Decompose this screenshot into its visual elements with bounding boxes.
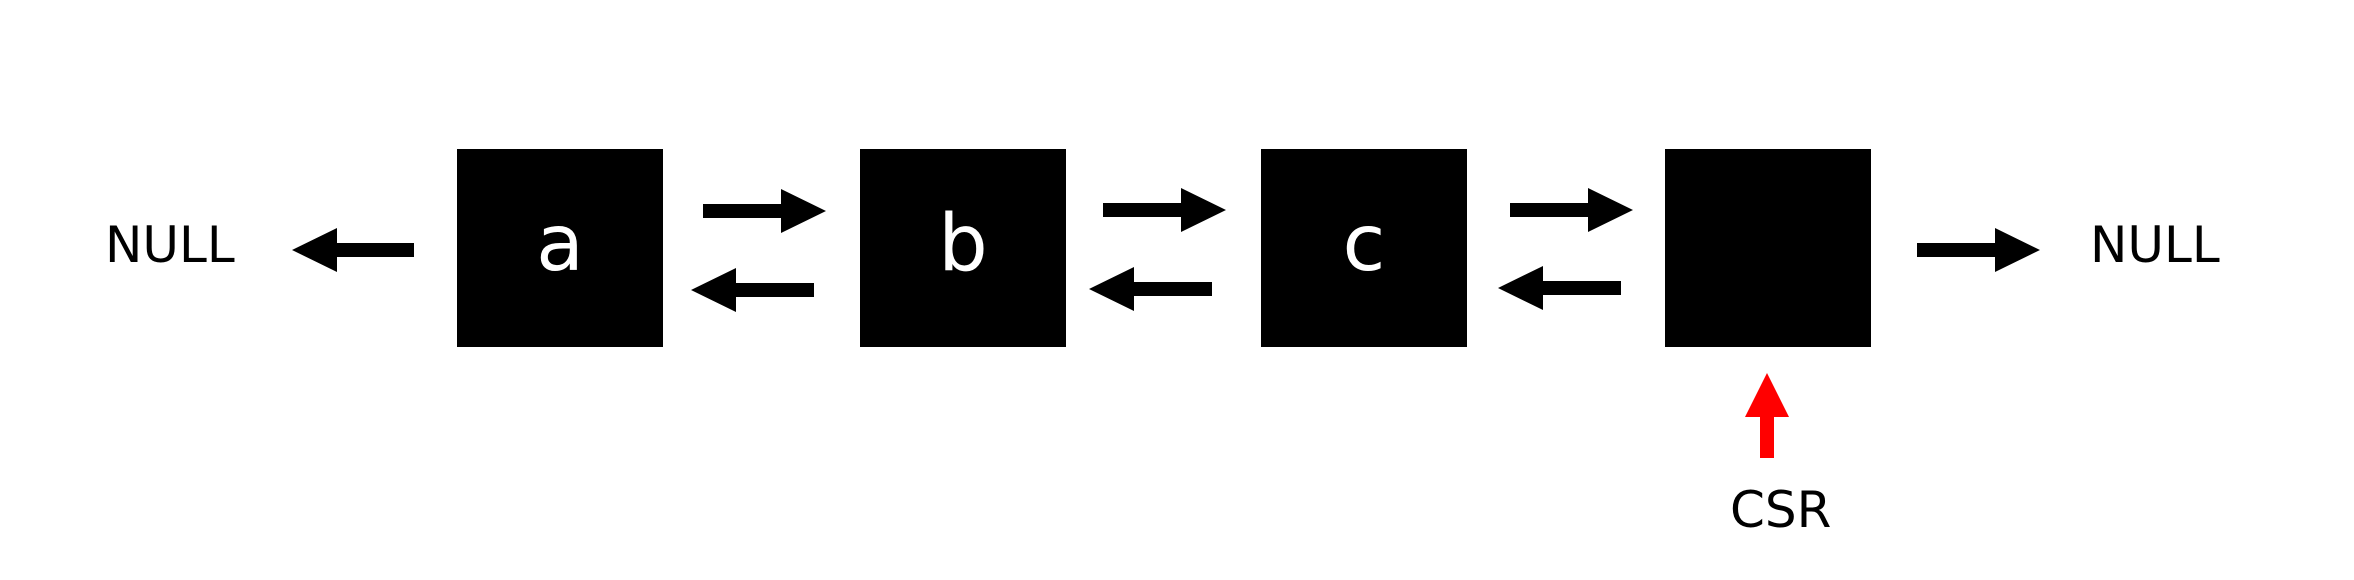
arrow-c-to-b (1089, 267, 1212, 311)
null-right-label: NULL (2090, 216, 2220, 274)
arrow-left-to-null (292, 228, 414, 272)
node-c: c (1261, 149, 1467, 347)
arrow-d-to-c (1498, 266, 1621, 310)
node-a: a (457, 149, 663, 347)
node-c-label: c (1342, 199, 1386, 289)
node-a-label: a (536, 199, 584, 289)
arrow-a-to-b (703, 189, 826, 233)
csr-pointer-arrow (1745, 373, 1789, 458)
arrow-c-to-d (1510, 188, 1633, 232)
node-b: b (860, 149, 1066, 347)
arrow-b-to-c (1103, 188, 1226, 232)
node-d (1665, 149, 1871, 347)
node-b-label: b (938, 199, 988, 289)
arrow-b-to-a (691, 268, 814, 312)
null-left-label: NULL (105, 216, 235, 274)
csr-label: CSR (1730, 481, 1832, 539)
arrow-right-to-null (1917, 228, 2040, 272)
